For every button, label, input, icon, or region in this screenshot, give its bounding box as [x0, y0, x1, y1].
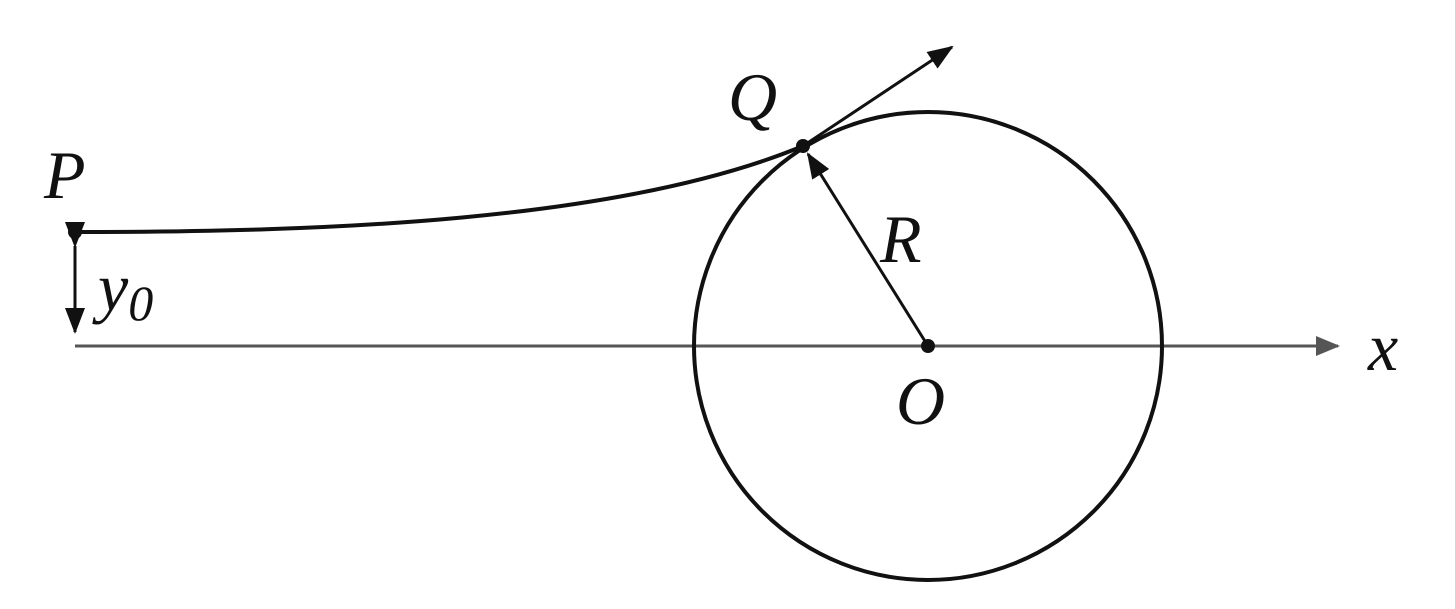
radius-arrow — [806, 152, 930, 347]
label-r: R — [879, 201, 922, 277]
label-y0: y0 — [92, 249, 153, 331]
circle — [692, 110, 1164, 582]
label-o: O — [896, 363, 945, 439]
point-p-dot — [68, 225, 82, 239]
label-x-axis: x — [1367, 309, 1398, 385]
label-p: P — [43, 137, 86, 213]
label-y: y — [92, 249, 129, 325]
label-q: Q — [728, 59, 777, 135]
trajectory-curve — [74, 144, 804, 234]
point-o-dot — [921, 339, 935, 353]
label-y-subscript: 0 — [128, 275, 153, 331]
point-q-dot — [796, 139, 810, 153]
tangent-arrow — [802, 45, 954, 148]
